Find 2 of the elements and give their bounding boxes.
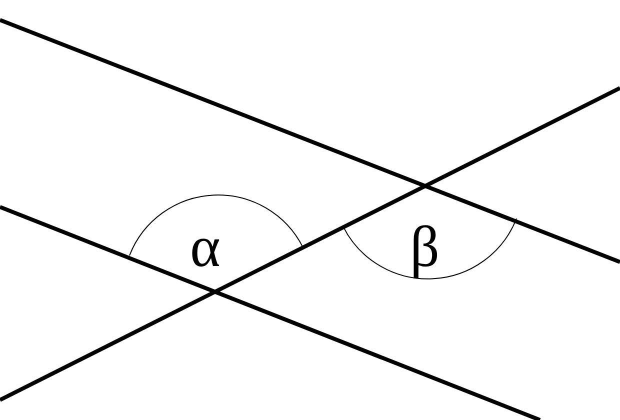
- angle-label: β: [410, 218, 440, 276]
- angle-label: α: [190, 218, 220, 276]
